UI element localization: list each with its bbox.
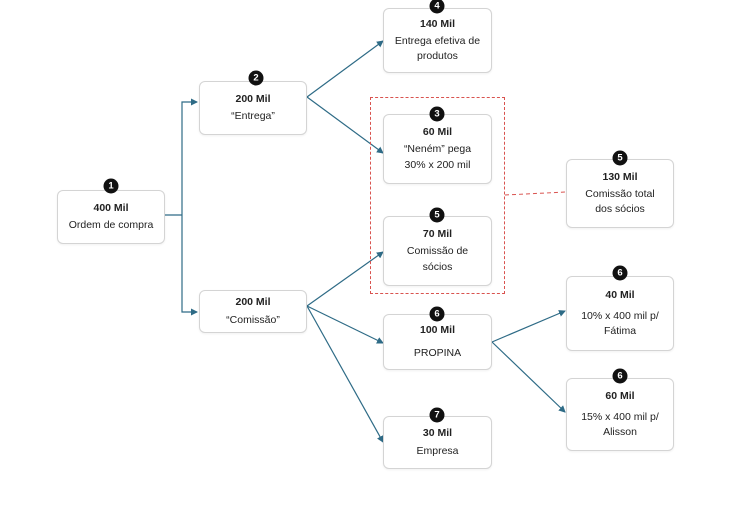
node-propina: 100 Mil PROPINA — [383, 314, 492, 370]
arrow-root-to-entrega — [181, 98, 198, 215]
node-nenem: 60 Mil “Neném” pega 30% x 200 mil — [383, 114, 492, 184]
arrow-propina-to-alisson — [491, 341, 566, 413]
node-amount: 140 Mil — [419, 17, 456, 30]
node-empresa: 30 Mil Empresa — [383, 416, 492, 469]
dashed-link-group-to-total — [504, 191, 567, 196]
node-comissao-total: 130 Mil Comissão total dos sócios — [566, 159, 674, 228]
step-badge: 2 — [248, 70, 264, 86]
node-amount: 400 Mil — [93, 201, 129, 214]
node-entrega-efetiva: 140 Mil Entrega efetiva de produtos — [383, 8, 492, 73]
node-description: Comissão total dos sócios — [585, 187, 655, 216]
node-fatima: 40 Mil 10% x 400 mil p/ Fátima — [566, 276, 674, 351]
node-amount: 30 Mil — [422, 427, 453, 440]
node-description: PROPINA — [413, 347, 462, 359]
node-entrega: 200 Mil “Entrega” — [199, 81, 307, 135]
node-amount: 200 Mil — [235, 92, 271, 105]
node-description: “Entrega” — [231, 110, 275, 122]
node-comissao-socios: 70 Mil Comissão de sócios — [383, 216, 492, 286]
node-amount: 60 Mil — [605, 389, 635, 402]
step-badge: 7 — [429, 407, 445, 423]
node-ordem-de-compra: 400 Mil Ordem de compra — [57, 190, 165, 244]
step-badge: 4 — [429, 0, 445, 14]
step-badge: 6 — [612, 368, 628, 384]
node-description: 15% x 400 mil p/ Alisson — [581, 410, 659, 439]
socios-group-box — [370, 97, 505, 294]
node-amount: 70 Mil — [422, 228, 453, 241]
arrow-root-to-comissao — [181, 215, 198, 316]
step-badge: 6 — [612, 265, 628, 281]
node-description: 10% x 400 mil p/ Fátima — [581, 309, 659, 338]
step-badge: 5 — [612, 150, 628, 166]
arrow-propina-to-fatima — [491, 310, 566, 343]
node-description: Empresa — [416, 444, 459, 457]
node-amount: 60 Mil — [422, 126, 453, 139]
node-amount: 130 Mil — [602, 170, 638, 183]
node-description: “Neném” pega 30% x 200 mil — [403, 143, 472, 171]
step-badge: 6 — [429, 306, 445, 322]
node-description: Entrega efetiva de produtos — [394, 34, 481, 63]
node-alisson: 60 Mil 15% x 400 mil p/ Alisson — [566, 378, 674, 451]
step-badge: 1 — [103, 178, 119, 194]
node-amount: 40 Mil — [605, 288, 635, 301]
step-badge: 5 — [429, 207, 445, 223]
node-description: Ordem de compra — [68, 219, 154, 231]
node-amount: 200 Mil — [235, 296, 271, 309]
arrow-comissao-to-empresa — [306, 305, 384, 443]
node-comissao: 200 Mil “Comissão” — [199, 290, 307, 333]
arrow-entrega-to-produtos — [306, 40, 384, 98]
arrow-comissao-to-propina — [306, 305, 384, 344]
node-description: Comissão de sócios — [406, 245, 469, 273]
node-amount: 100 Mil — [419, 323, 456, 336]
step-badge: 3 — [429, 106, 445, 122]
node-description: “Comissão” — [226, 313, 280, 326]
